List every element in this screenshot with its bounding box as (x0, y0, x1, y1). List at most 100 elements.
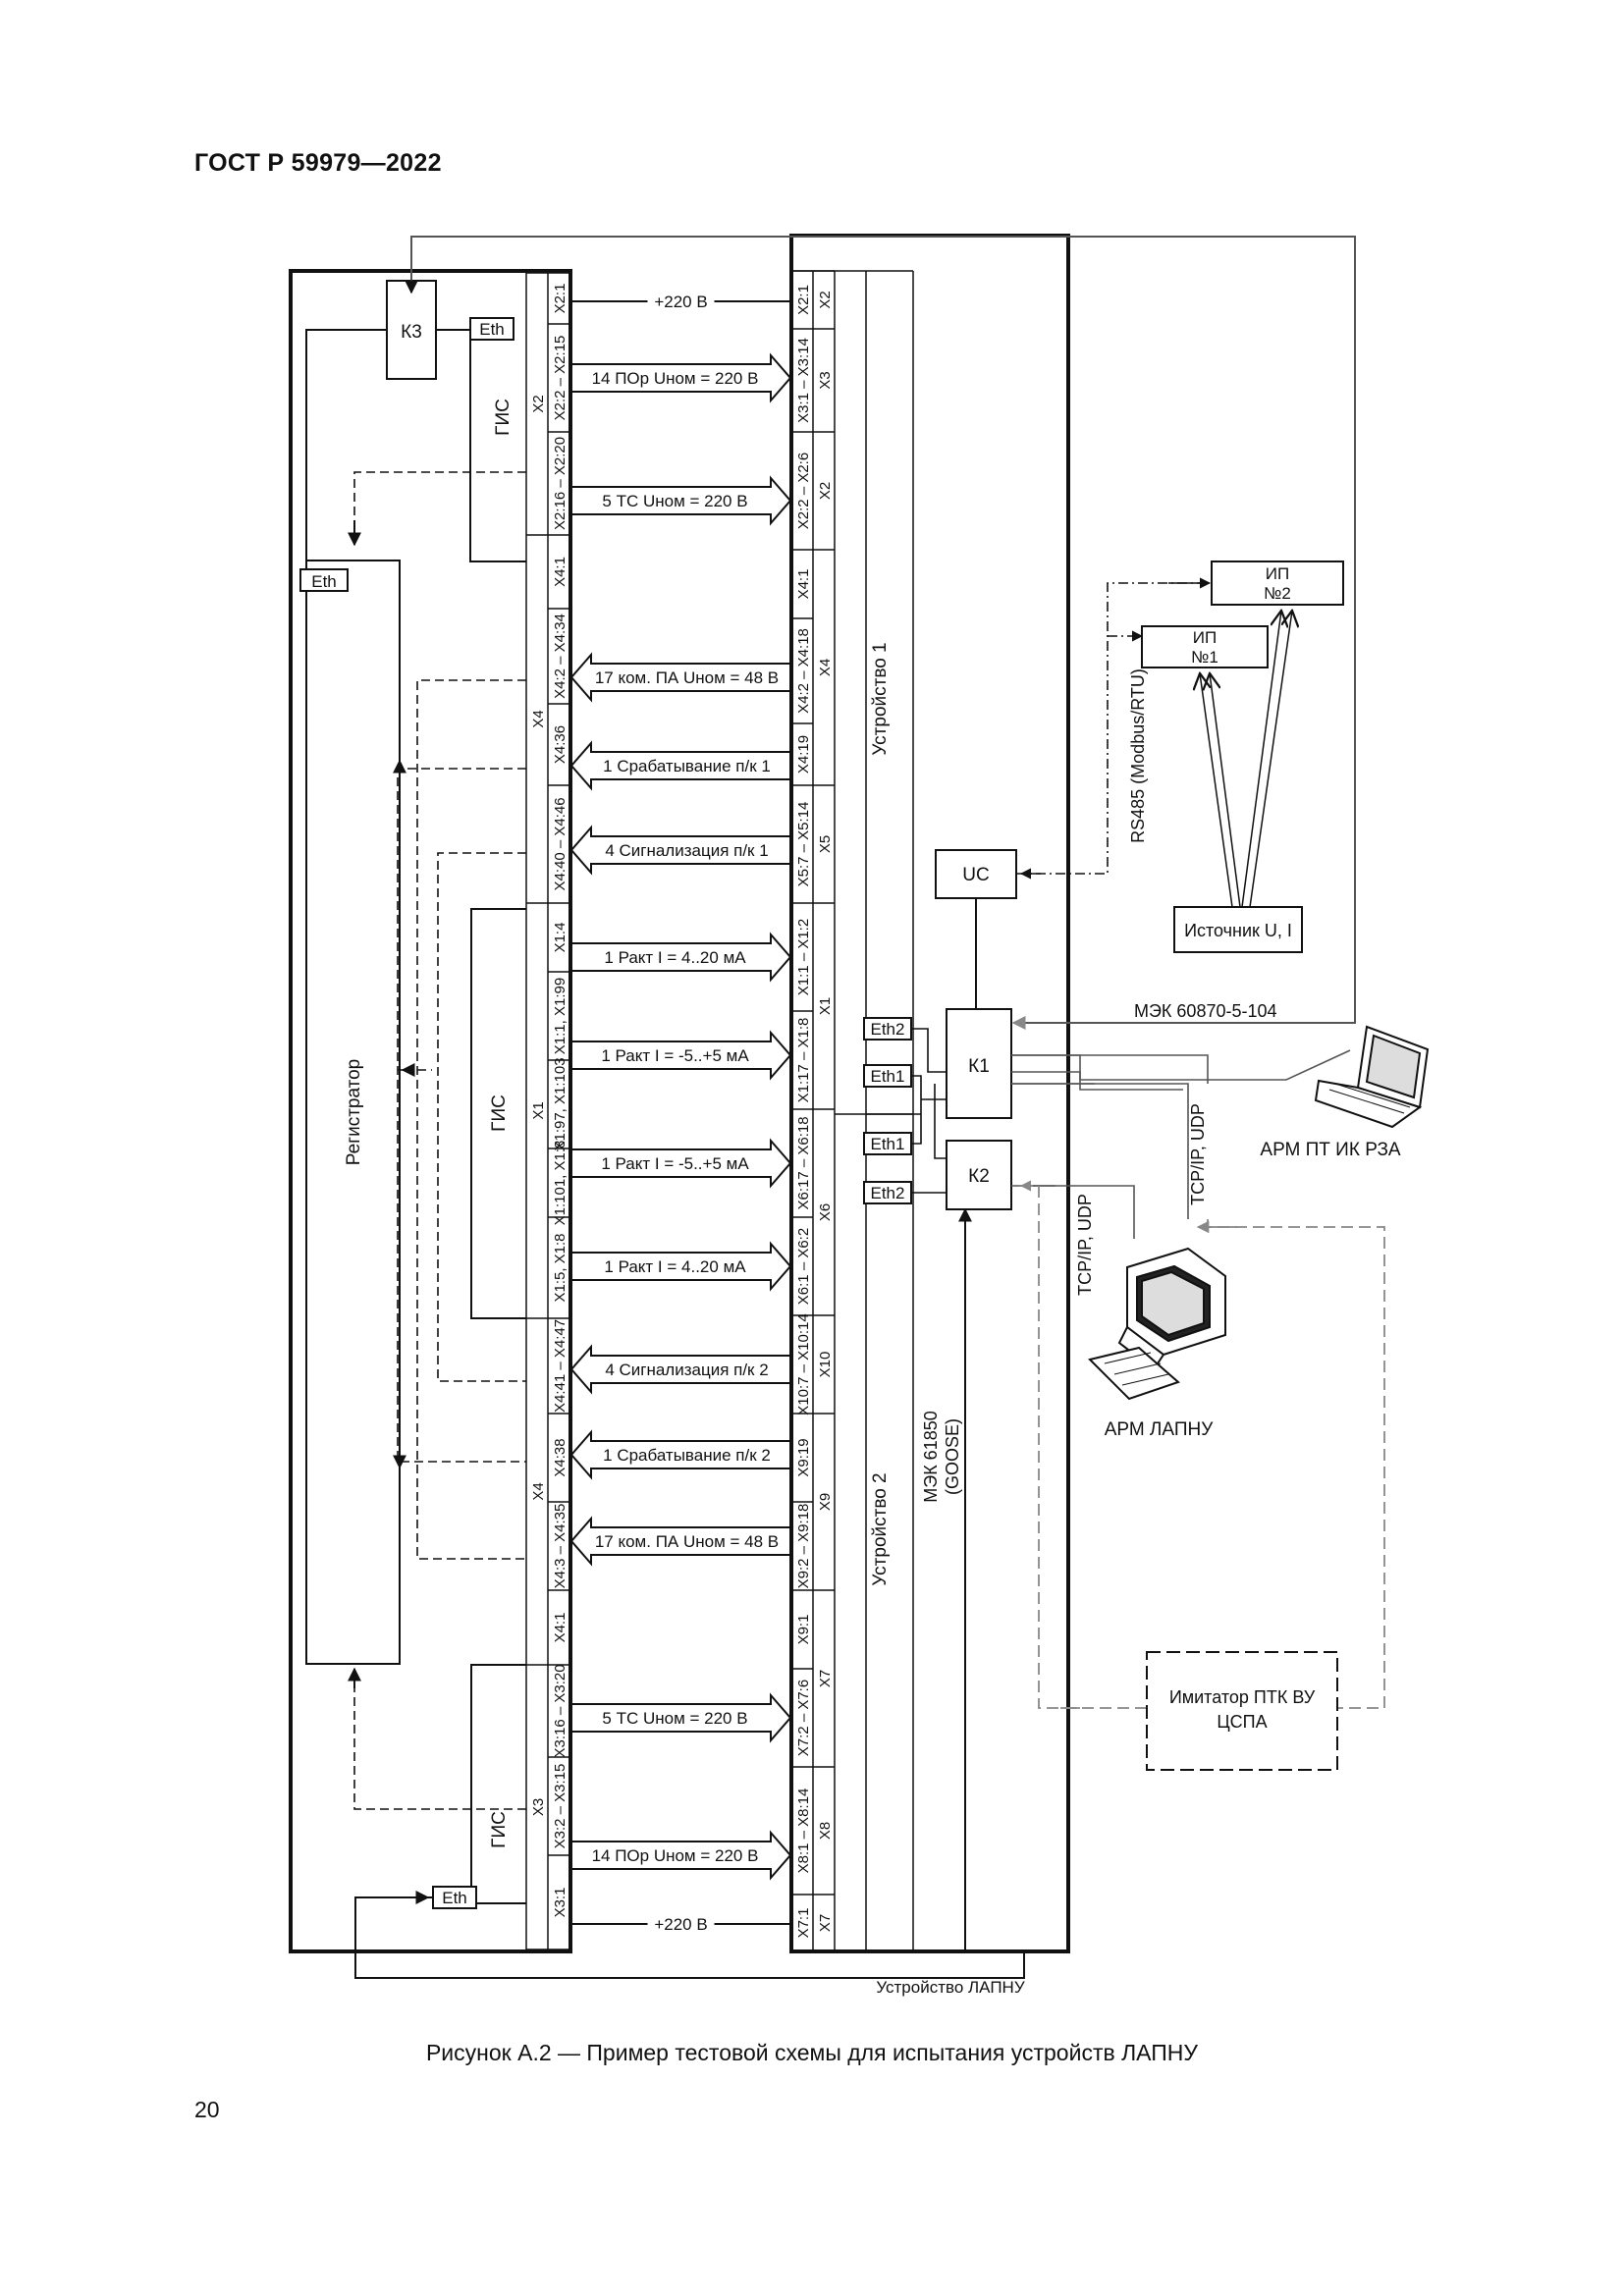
signal-arrow-right (570, 1030, 792, 1081)
right-terminal-label: X4:2 – X4:18 (795, 628, 812, 714)
right-terminal-label: X1:1 – X1:2 (795, 919, 812, 995)
left-terminal-label: X4:41 – X4:47 (552, 1319, 568, 1413)
left-terminal-label: X4:3 – X4:35 (552, 1504, 568, 1589)
right-terminal-label: X9:19 (795, 1438, 812, 1476)
right-terminal-label: X7:1 (795, 1908, 812, 1939)
right-connector-label: X10 (817, 1352, 834, 1378)
signal-arrow-left (569, 740, 791, 791)
eth1-port-top-label: Eth1 (871, 1067, 905, 1086)
right-terminal-label: X9:2 – X9:18 (795, 1504, 812, 1589)
right-connector-label: X2 (817, 291, 834, 308)
imitator-block (1146, 1651, 1338, 1771)
left-terminal-label: X2:2 – X2:15 (552, 336, 568, 421)
k3-label: К3 (401, 322, 422, 343)
eth1-port-bottom-label: Eth1 (871, 1135, 905, 1153)
arm-pt-label: АРМ ПТ ИК РЗА (1260, 1140, 1401, 1160)
device-lapnu-label: Устройство ЛАПНУ (876, 1978, 1024, 1997)
gis-label-middle: ГИС (489, 1095, 510, 1132)
iec61850-line1: МЭК 61850 (921, 1411, 941, 1502)
signal-arrow-label: 4 Сигнализация п/к 1 (605, 841, 768, 860)
eth2-port-bottom-label: Eth2 (871, 1184, 905, 1202)
gis-label-bottom: ГИС (489, 1811, 510, 1848)
left-terminal-label: X2:1 (552, 284, 568, 314)
left-terminal-label: X4:2 – X4:34 (552, 614, 568, 699)
right-connector-label: X1 (817, 997, 834, 1015)
left-terminal-label: X4:1 (552, 557, 568, 587)
signal-arrow-label: 1 Ракт I = 4..20 мА (604, 1257, 746, 1276)
right-connector-label: X5 (817, 835, 834, 853)
eth-port-bottom-label: Eth (442, 1889, 467, 1907)
ip2-label-line2: №2 (1264, 584, 1291, 603)
right-connector-label: X9 (817, 1493, 834, 1511)
right-terminal-label: X9:1 (795, 1615, 812, 1645)
left-connector-label: X3 (530, 1798, 547, 1816)
signal-arrow-right (570, 475, 792, 526)
right-connector-label: X7 (817, 1914, 834, 1932)
right-connector-label: X2 (817, 482, 834, 500)
right-terminal-label: X6:17 – X6:18 (795, 1116, 812, 1209)
signal-arrow-right (570, 932, 792, 983)
signal-arrow-label: 1 Ракт I = -5..+5 мА (601, 1154, 749, 1173)
power-line-label: +220 В (654, 1915, 707, 1934)
left-terminal-label: X4:1 (552, 1613, 568, 1643)
left-terminal-label: X1:5, X1:8 (552, 1233, 568, 1302)
signal-arrow-label: 1 Срабатывание п/к 1 (603, 757, 771, 775)
left-terminal-label: X1:4 (552, 923, 568, 953)
left-terminal-label: X1:97, X1:103 (552, 1057, 568, 1150)
left-terminal-label: X3:2 – X3:15 (552, 1764, 568, 1849)
rs485-label: RS485 (Modbus/RTU) (1128, 668, 1148, 843)
imitator-label-line1: Имитатор ПТК ВУ (1169, 1687, 1316, 1707)
left-terminal-label: X4:36 (552, 725, 568, 764)
ip1-label-line2: №1 (1191, 648, 1218, 667)
signal-arrow-label: 14 ПОр Uном = 220 В (592, 1846, 759, 1865)
laptop-icon (1314, 1025, 1430, 1129)
registrator-dashed-links (353, 471, 526, 1810)
k1-label: К1 (968, 1056, 990, 1077)
signal-arrows: +220 В14 ПОр Uном = 220 В5 ТС Uном = 220… (569, 292, 792, 1934)
signal-arrow-right (570, 352, 792, 403)
signal-arrow-label: 14 ПОр Uном = 220 В (592, 369, 759, 388)
arm-lapnu-label: АРМ ЛАПНУ (1105, 1419, 1215, 1440)
eth-port-reg-label: Eth (311, 572, 337, 591)
signal-arrow-left (569, 825, 791, 876)
signal-arrow-label: 4 Сигнализация п/к 2 (605, 1361, 768, 1379)
right-connector-label: X6 (817, 1203, 834, 1221)
signal-arrow-label: 17 ком. ПА Uном = 48 В (595, 1532, 779, 1551)
signal-arrow-label: 17 ком. ПА Uном = 48 В (595, 668, 779, 687)
signal-arrow-label: 1 Ракт I = -5..+5 мА (601, 1046, 749, 1065)
device1-label: Устройство 1 (870, 642, 891, 755)
left-connector-label: X4 (530, 710, 547, 727)
right-terminal-label: X4:19 (795, 735, 812, 774)
eth-port-top-label: Eth (479, 320, 505, 339)
right-terminal-label: X2:1 (795, 285, 812, 315)
ip1-block (1141, 625, 1269, 668)
signal-arrow-right (570, 1138, 792, 1189)
signal-arrow-left (569, 1344, 791, 1395)
figure-caption: Рисунок А.2 — Пример тестовой схемы для … (425, 2040, 1199, 2065)
right-connector-label: X8 (817, 1822, 834, 1840)
right-terminal-label: X3:1 – X3:14 (795, 338, 812, 423)
right-terminal-label: X5:7 – X5:14 (795, 802, 812, 887)
left-terminal-label: X1:1, X1:99 (552, 978, 568, 1054)
right-terminal-dividers (791, 270, 835, 1952)
right-terminal-label: X10:7 – X10:14 (795, 1313, 812, 1415)
eth2-port-top-label: Eth2 (871, 1020, 905, 1039)
page-number: 20 (194, 2097, 220, 2122)
device2-label: Устройство 2 (870, 1472, 891, 1585)
left-terminal-label: X3:16 – X3:20 (552, 1664, 568, 1757)
left-terminal-label: X4:38 (552, 1438, 568, 1476)
left-terminal-label: X4:40 – X4:46 (552, 797, 568, 890)
left-terminal-label: X1:101, X1:8 (552, 1141, 568, 1226)
tcpip-label-left: TCP/IP, UDP (1075, 1194, 1095, 1296)
right-terminal-label: X6:1 – X6:2 (795, 1228, 812, 1305)
signal-arrow-right (570, 1241, 792, 1292)
iec104-label: МЭК 60870-5-104 (1134, 1001, 1277, 1021)
registrator-label: Регистратор (344, 1059, 364, 1166)
document-header: ГОСТ Р 59979—2022 (194, 149, 442, 177)
left-connector-label: X4 (530, 1482, 547, 1500)
source-ui-label: Источник U, I (1184, 921, 1292, 940)
registrator-block (305, 560, 401, 1665)
